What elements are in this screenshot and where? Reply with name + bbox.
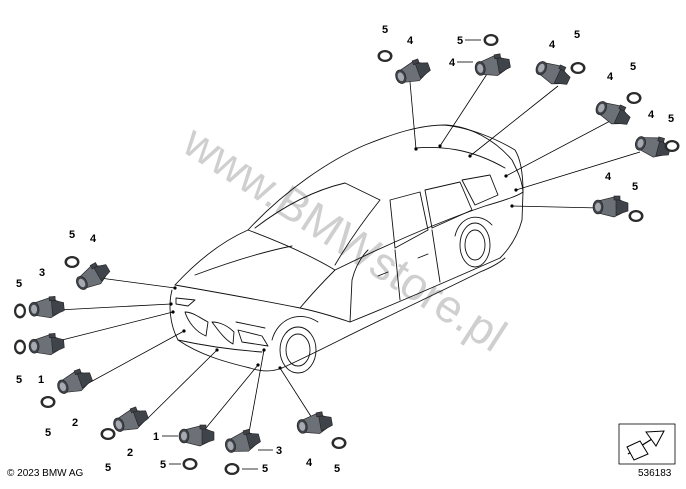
callout-label: 5 [668,113,674,125]
diagram-number: 536183 [638,468,672,479]
vehicle-outline [169,124,524,374]
ring-part-5[interactable] [626,92,642,104]
callout-label: 4 [607,71,614,83]
ring-part-5[interactable] [40,396,56,408]
ring-part-5[interactable] [14,303,26,319]
callout-label: 1 [38,374,44,386]
sensor-part-3-front-left[interactable] [27,295,66,321]
front-wheel [279,326,317,374]
ring-part-5[interactable] [664,140,680,152]
callout-label: 5 [574,29,580,41]
callout-label: 4 [648,109,655,121]
callout-label: 5 [45,427,51,439]
callout-label: 5 [105,462,111,474]
sensor-part-4-rear-right[interactable] [592,95,634,131]
leader-lines [57,73,641,439]
sensor-part-4-front-right[interactable] [294,409,334,438]
arrow-direction-icon [618,423,676,465]
callout-label: 2 [127,447,133,459]
callout-label: 5 [16,278,22,290]
callout-label: 5 [632,181,638,193]
callout-label: 2 [72,417,78,429]
sensor-part-4-rear-lower[interactable] [592,195,629,218]
ring-part-5[interactable] [100,428,116,440]
ring-part-5[interactable] [64,256,80,268]
callout-label: 5 [630,61,636,73]
callout-label: 4 [90,233,97,245]
callout-label: 4 [306,457,313,469]
callout-label: 4 [449,57,456,69]
ring-part-5[interactable] [14,339,26,355]
callout-label: 3 [276,445,282,457]
ring-part-5[interactable] [628,210,644,222]
callout-label: 1 [153,431,159,443]
sensor-part-4-rear-right-center[interactable] [532,55,574,91]
sensor-part-1-front-left[interactable] [27,332,66,358]
callout-label: 5 [16,374,22,386]
callout-label: 4 [549,39,556,51]
callout-label: 5 [382,24,388,36]
callout-label: 5 [69,229,75,241]
ring-part-5[interactable] [570,62,586,74]
ring-part-5[interactable] [377,50,393,62]
callout-label: 5 [334,463,340,475]
sensor-part-1-front-center[interactable] [178,424,215,447]
callout-label: 3 [39,267,45,279]
sensor-part-4-rear-left[interactable] [391,55,433,89]
callout-label: 5 [457,35,463,47]
ring-part-5[interactable] [483,34,499,46]
callout-label: 5 [262,463,268,475]
callout-labels: 5 4 5 4 4 5 4 5 4 5 4 5 5 4 3 5 5 1 5 2 … [16,24,674,475]
callout-label: 5 [160,459,166,471]
callout-label: 4 [605,171,612,183]
callout-label: 4 [407,35,414,47]
rear-wheel [459,222,491,268]
sensor-part-4-rear-left-center[interactable] [472,51,512,80]
ring-part-5[interactable] [224,463,240,475]
sensor-part-2-front-left[interactable] [53,365,95,399]
sensor-part-2-front-center[interactable] [109,403,151,437]
ring-part-5[interactable] [331,437,347,449]
sensor-part-3-front-right[interactable] [222,426,263,458]
copyright-text: © 2023 BMW AG [7,468,84,479]
ring-part-5[interactable] [182,458,198,470]
